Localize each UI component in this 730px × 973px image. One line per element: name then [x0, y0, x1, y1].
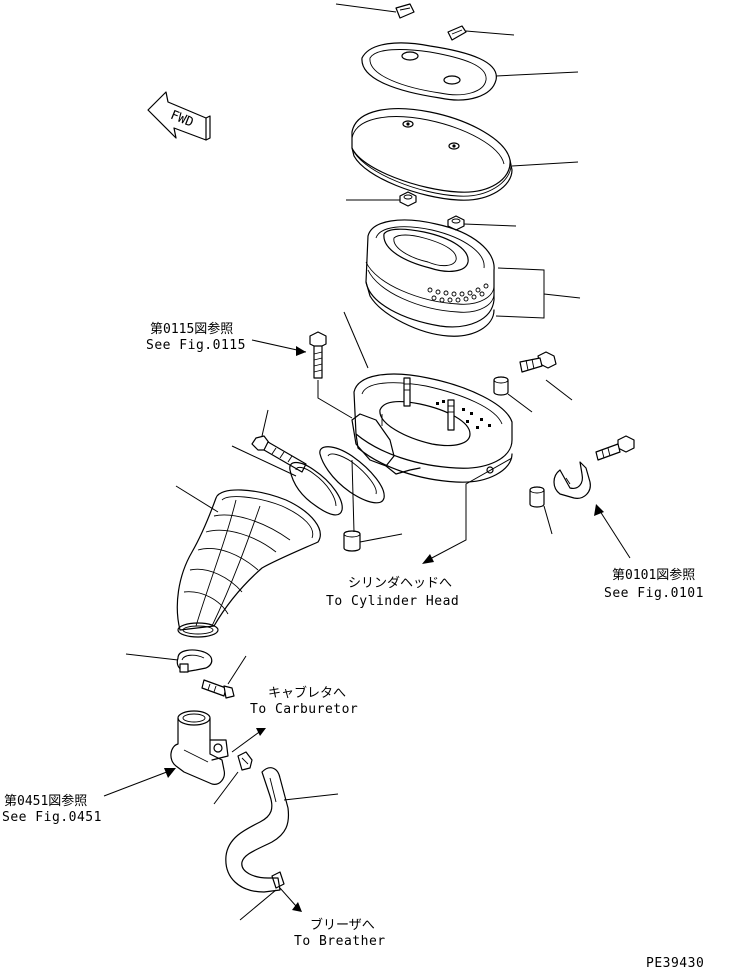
leader-line	[597, 507, 631, 559]
dest-carburetor-en: To Carburetor	[250, 702, 359, 717]
leader-line	[279, 887, 297, 907]
leader-line	[231, 729, 263, 753]
gasket	[361, 42, 497, 101]
leader-line	[239, 889, 277, 921]
bolt-right-lower	[595, 435, 635, 461]
leader-line	[545, 379, 573, 401]
ref-fig0101-jp: 第0101図参照	[612, 568, 696, 583]
ref-fig0451-en: See Fig.0451	[2, 810, 102, 825]
leader-line	[317, 380, 353, 419]
arrowhead	[256, 728, 266, 736]
leader-line	[335, 3, 397, 13]
fwd-arrow-icon: FWD	[147, 91, 211, 141]
leader-line	[465, 30, 515, 36]
air-cleaner-body	[351, 373, 513, 483]
drawing-number: PE39430	[646, 956, 705, 971]
arrowhead	[296, 346, 306, 356]
leader-line	[103, 769, 173, 797]
elbow-fig0451	[170, 710, 229, 785]
ref-fig0115-jp: 第0115図参照	[150, 322, 234, 337]
dest-carburetor-jp: キャブレタへ	[268, 686, 347, 701]
wing-nut-right	[447, 25, 467, 41]
leader-line	[283, 793, 339, 801]
hose-clamp	[176, 649, 213, 673]
leader-line	[495, 71, 579, 77]
leader-line	[543, 293, 581, 299]
filter-element	[365, 219, 495, 337]
leader-line	[511, 161, 579, 167]
leader-line	[463, 223, 517, 227]
bolt-fig0115	[309, 331, 327, 379]
ref-fig0115-en: See Fig.0115	[146, 338, 246, 353]
leader-line	[359, 533, 403, 543]
leader-line	[507, 393, 533, 413]
dest-breather-en: To Breather	[294, 934, 386, 949]
nut-left	[399, 191, 417, 207]
leader-line	[351, 459, 355, 533]
breather-hose	[225, 767, 290, 893]
leader-line	[427, 457, 513, 561]
ref-fig0101-en: See Fig.0101	[604, 586, 704, 601]
bolt-right-upper	[519, 351, 557, 373]
arrowhead	[292, 902, 302, 912]
spacer-ring	[343, 530, 361, 552]
leader-line	[175, 485, 219, 513]
dest-cylinder-head-en: To Cylinder Head	[326, 594, 460, 609]
bracket-fig0101	[553, 461, 591, 499]
dest-breather-jp: ブリーザへ	[310, 918, 375, 933]
inlet-gasket	[289, 461, 343, 516]
air-cleaner-cover	[351, 108, 513, 201]
clamp-screw	[201, 679, 235, 699]
arrowhead	[164, 768, 176, 778]
ref-fig0451-jp: 第0451図参照	[4, 794, 88, 809]
breather-clip	[271, 871, 285, 889]
arrowhead	[594, 504, 604, 516]
intake-hose	[176, 489, 321, 638]
hose-clip	[237, 751, 253, 771]
dest-cylinder-head-jp: シリンダヘッドへ	[348, 576, 453, 591]
leader-line	[227, 655, 247, 685]
leader-bracket	[495, 267, 545, 319]
leader-line	[213, 771, 239, 805]
leader-line	[231, 445, 297, 477]
leader-line	[543, 505, 553, 535]
arrowhead	[422, 554, 434, 564]
leader-line	[343, 311, 369, 369]
spacer-lower	[529, 486, 545, 508]
spacer-upper	[493, 376, 509, 396]
leader-line	[125, 653, 179, 661]
nut-right	[447, 215, 465, 231]
wing-nut-left	[395, 3, 415, 19]
bolt-left	[251, 435, 307, 473]
leader-line	[261, 409, 269, 437]
